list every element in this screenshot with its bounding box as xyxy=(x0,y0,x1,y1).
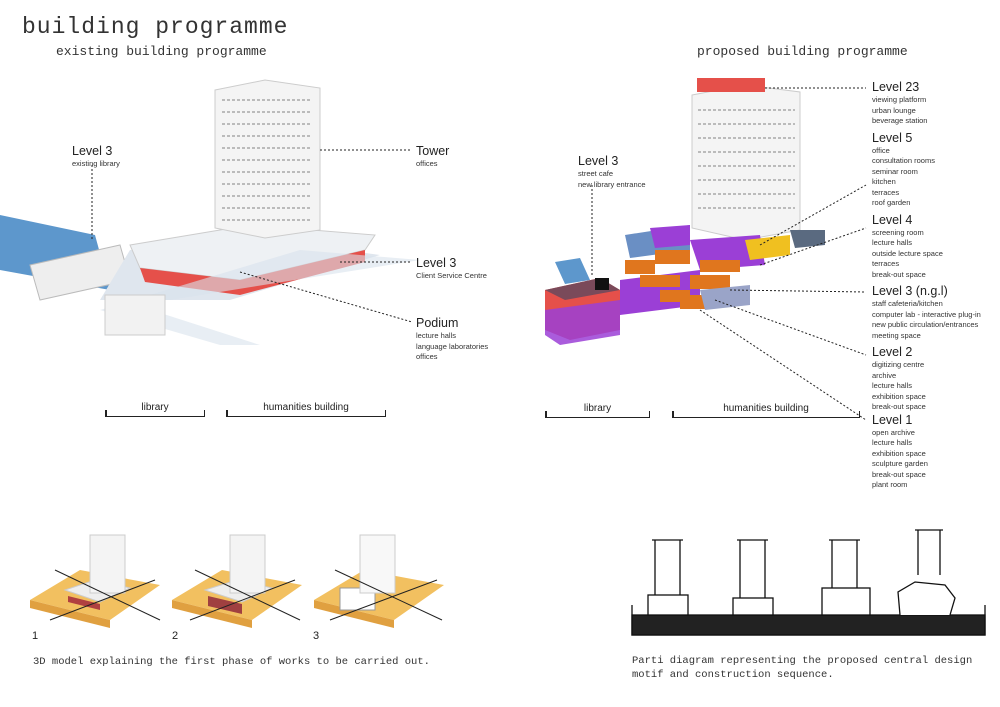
label-item: street cafe xyxy=(578,169,614,178)
label-item: existing library xyxy=(72,159,120,168)
label-item: offices xyxy=(416,159,438,168)
phases-caption: 3D model explaining the first phase of w… xyxy=(33,656,430,668)
phase-models xyxy=(30,534,444,628)
level-item: outside lecture space xyxy=(872,248,943,258)
existing-label-tower: Tower offices xyxy=(416,144,449,170)
level-item: office xyxy=(872,145,890,155)
level-item: exhibition space xyxy=(872,448,926,458)
level-item: kitchen xyxy=(872,177,896,186)
level-item: break-out space xyxy=(872,402,926,411)
label-item: Client Service Centre xyxy=(416,271,487,280)
level-item: consultation rooms xyxy=(872,156,935,165)
level-item: terraces xyxy=(872,259,900,268)
level-item: terraces xyxy=(872,187,900,197)
parti-caption-line2: motif and construction sequence. xyxy=(632,669,834,681)
proposed-subtitle: proposed building programme xyxy=(697,44,908,59)
level-item: sculpture garden xyxy=(872,459,928,468)
existing-label-library: Level 3 existing library xyxy=(72,144,120,170)
level-item: roof garden xyxy=(872,198,911,207)
level-item: screening room xyxy=(872,227,924,237)
level-item: open archive xyxy=(872,427,915,437)
bracket-existing-library: library xyxy=(105,402,205,417)
level-item: archive xyxy=(872,370,897,380)
label-title: Level 3 xyxy=(72,144,113,158)
parti-caption-line1: Parti diagram representing the proposed … xyxy=(632,655,973,667)
level-item: digitizing centre xyxy=(872,360,925,369)
level-title: Level 3 (n.g.l) xyxy=(872,284,948,298)
bracket-proposed-library: library xyxy=(545,403,650,418)
page-title: building programme xyxy=(22,14,289,40)
level-item: meeting space xyxy=(872,330,921,340)
level-item: urban lounge xyxy=(872,105,916,115)
level-item: break-out space xyxy=(872,269,926,279)
level-item: lecture halls xyxy=(872,381,913,390)
level-item: lecture halls xyxy=(872,238,913,247)
level-title: Level 4 xyxy=(872,212,913,227)
existing-subtitle: existing building programme xyxy=(56,44,267,59)
proposed-building-model xyxy=(545,78,867,421)
level-item: break-out space xyxy=(872,469,926,479)
label-item: language laboratories xyxy=(416,341,489,351)
existing-label-podium: Podium lecture halls language laboratori… xyxy=(416,316,488,363)
label-title: Level 3 xyxy=(416,256,457,270)
level-item: beverage station xyxy=(872,116,928,125)
bracket-existing-humanities: humanities building xyxy=(226,402,386,417)
label-item: offices xyxy=(416,352,438,361)
phase-number-3: 3 xyxy=(313,630,320,642)
level-title: Level 23 xyxy=(872,80,920,94)
level-item: plant room xyxy=(872,480,908,489)
level-item: seminar room xyxy=(872,166,918,176)
label-title: Tower xyxy=(416,144,450,158)
label-title: Level 3 xyxy=(578,154,619,168)
level-item: exhibition space xyxy=(872,391,926,401)
phase-number-2: 2 xyxy=(172,630,179,642)
label-item: new library entrance xyxy=(578,179,646,189)
existing-building-model xyxy=(0,79,420,345)
level-item: lecture halls xyxy=(872,438,913,447)
bracket-proposed-humanities: humanities building xyxy=(672,403,860,418)
level-item: computer lab - interactive plug-in xyxy=(872,309,981,319)
existing-label-client-service: Level 3 Client Service Centre xyxy=(416,256,487,282)
level-item: staff cafeteria/kitchen xyxy=(872,299,943,308)
label-title: Podium xyxy=(416,316,459,330)
proposed-label-street: Level 3 street cafe new library entrance xyxy=(578,154,646,190)
level-title: Level 5 xyxy=(872,130,913,145)
phase-number-1: 1 xyxy=(32,630,39,642)
level-title: Level 1 xyxy=(872,412,913,427)
level-item: new public circulation/entrances xyxy=(872,320,979,329)
label-item: lecture halls xyxy=(416,331,457,340)
parti-diagrams xyxy=(631,529,986,636)
level-title: Level 2 xyxy=(872,345,913,359)
level-item: viewing platform xyxy=(872,95,927,104)
